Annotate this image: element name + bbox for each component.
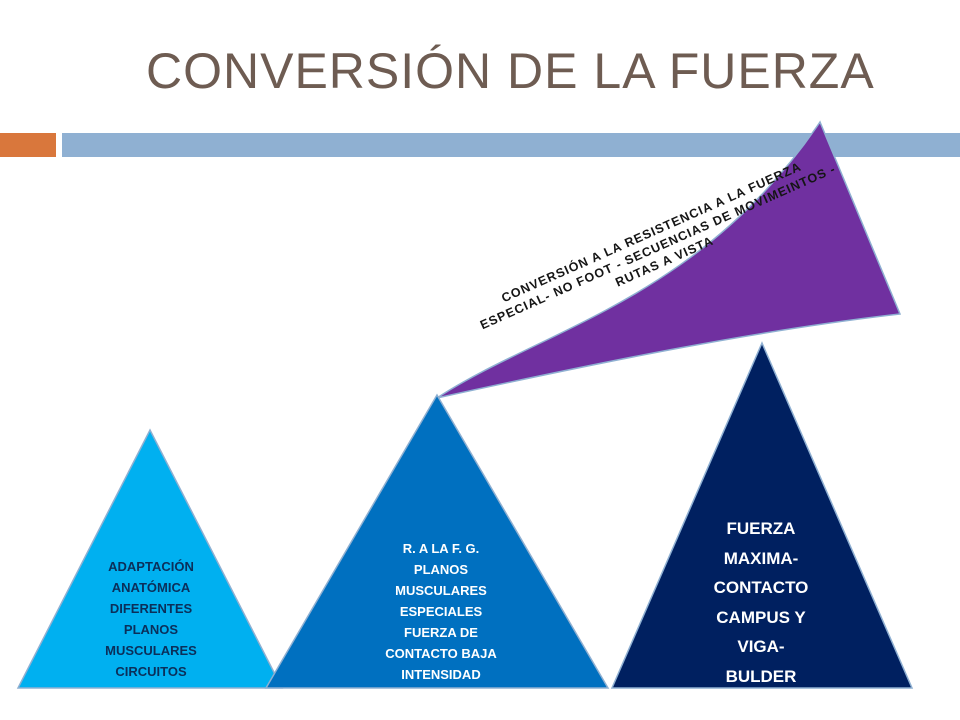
triangle-anatomical-adaptation xyxy=(16,428,284,689)
conversion-arrow xyxy=(436,120,902,399)
triangle-3-line: MAXIMA- xyxy=(723,548,799,568)
triangle-max-strength xyxy=(610,341,914,689)
triangle-2-line: MUSCULARES xyxy=(395,583,487,598)
triangle-2-line: R. A LA F. G. xyxy=(402,541,480,556)
triangle-3-label: FUERZA MAXIMA- CONTACTO CAMPUS Y VIGA- B… xyxy=(686,514,836,691)
triangle-3-line: FUERZA xyxy=(726,519,796,538)
triangle-3-line: CONTACTO xyxy=(713,578,809,597)
accent-bar-orange xyxy=(0,133,56,157)
triangle-1-line: MUSCULARES xyxy=(105,643,197,658)
triangle-special-strength xyxy=(264,393,610,689)
triangle-3-line: CAMPUS Y xyxy=(716,607,806,627)
triangle-2-line: INTENSIDAD xyxy=(401,667,481,682)
triangle-1-line: CIRCUITOS xyxy=(115,664,187,679)
triangle-2-line: FUERZA DE xyxy=(404,625,478,640)
triangle-1-line: ADAPTACIÓN xyxy=(108,559,194,574)
triangle-1-label: ADAPTACIÓN ANATÓMICA DIFERENTES PLANOS M… xyxy=(66,556,236,682)
slide-title: CONVERSIÓN DE LA FUERZA xyxy=(146,43,875,99)
triangle-2-line: CONTACTO BAJA xyxy=(385,646,497,661)
triangle-2-label: R. A LA F. G. PLANOS MUSCULARES ESPECIAL… xyxy=(356,538,526,685)
triangle-2-line: PLANOS xyxy=(413,562,469,577)
triangle-3-line: BULDER xyxy=(725,666,797,686)
triangle-1-line: PLANOS xyxy=(123,622,179,637)
triangle-2-line: ESPECIALES xyxy=(399,604,483,619)
triangle-1-line: ANATÓMICA xyxy=(111,580,191,595)
triangle-3-line: VIGA- xyxy=(737,637,785,656)
triangle-1-line: DIFERENTES xyxy=(109,601,193,616)
